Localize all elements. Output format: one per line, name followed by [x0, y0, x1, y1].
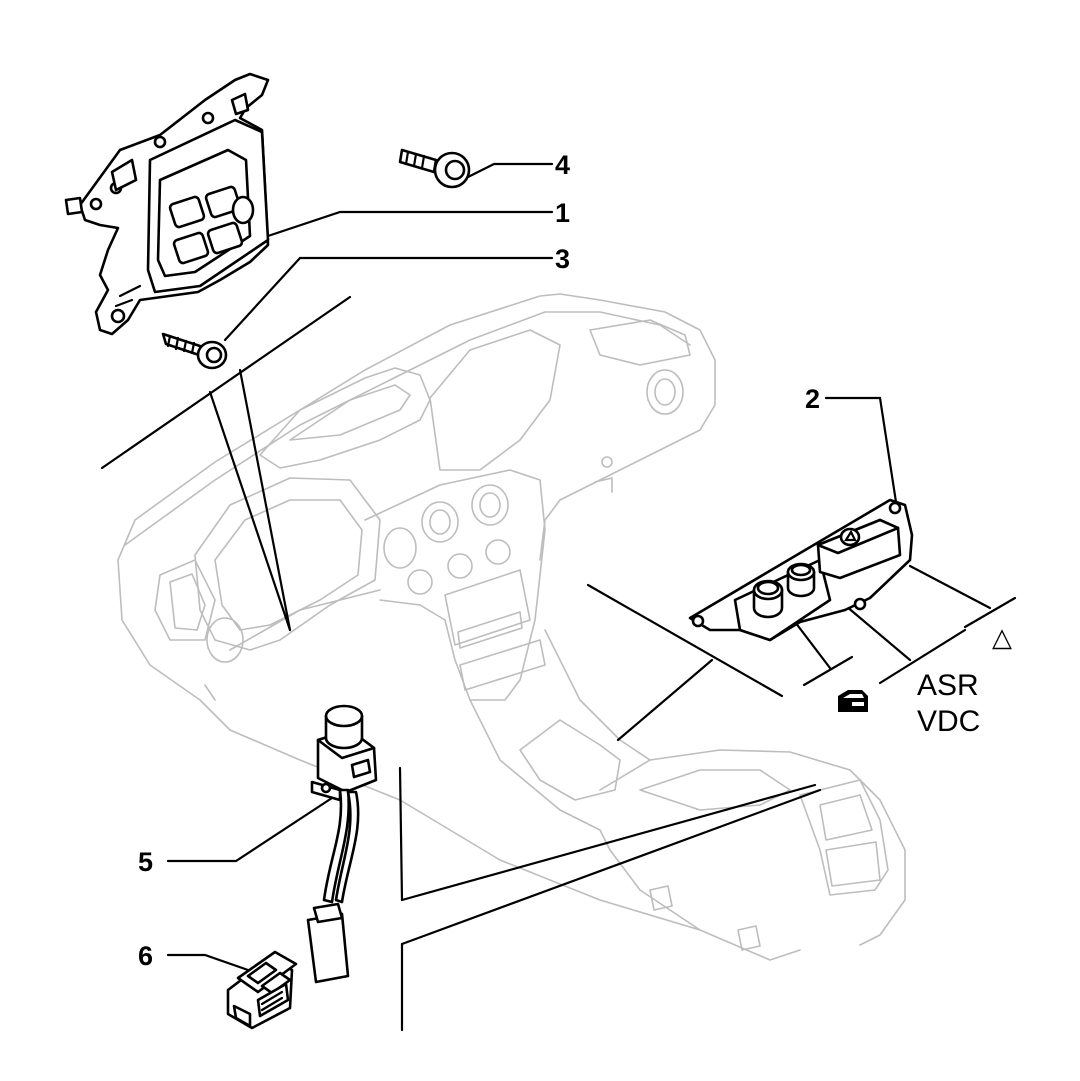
dashboard-outline: [117, 293, 906, 961]
part-4-screw: [398, 148, 471, 189]
part-1-bracket-switch-assembly: [64, 72, 270, 336]
asr-label: ASR: [917, 669, 979, 702]
vdc-label: VDC: [917, 705, 980, 738]
door-lock-icon: [838, 690, 868, 712]
part-2-console-switch-panel: [688, 498, 914, 642]
callout-1: 1: [555, 198, 570, 228]
part-6-rocker-switch: [226, 950, 298, 1030]
part-3-bolt: [161, 332, 228, 370]
hazard-warning-icon: △: [992, 622, 1012, 652]
callout-3: 3: [555, 244, 570, 274]
switch-function-labels: △ ASR VDC: [917, 622, 1012, 738]
callout-4: 4: [555, 150, 570, 180]
callout-6: 6: [138, 941, 153, 971]
leader-lines: [100, 162, 1017, 1032]
callout-5: 5: [138, 847, 153, 877]
part-5-switch-harness: [306, 704, 378, 984]
callout-labels: 4 1 3 2 5 6: [138, 150, 820, 971]
callout-2: 2: [805, 384, 820, 414]
